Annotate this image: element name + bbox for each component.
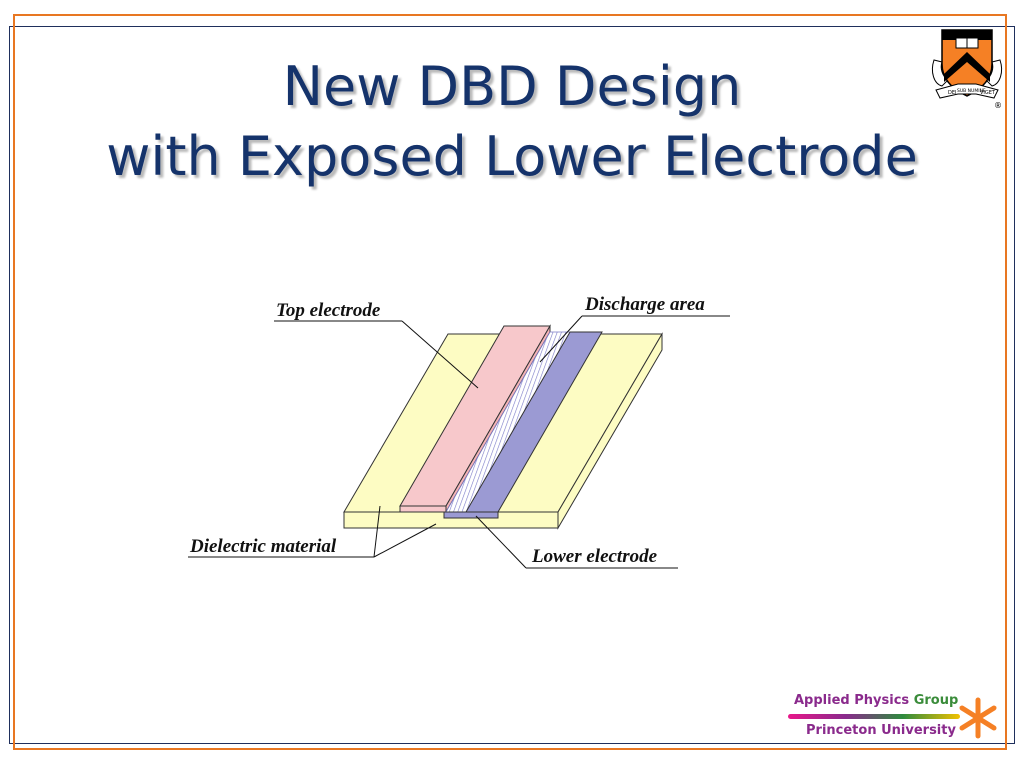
label-discharge-area: Discharge area — [584, 294, 705, 315]
asterisk-icon — [959, 697, 997, 739]
dielectric-side-face — [557, 332, 663, 530]
logo-registered-mark: ® — [994, 101, 1002, 110]
applied-physics-group-logo: Applied Physics Group Princeton Universi… — [780, 690, 1010, 746]
logo-motto-left: DEI — [948, 90, 956, 96]
footer-group-word-2: Physics — [854, 693, 910, 708]
label-dielectric-material: Dielectric material — [189, 536, 337, 557]
footer-group-name: Applied Physics Group — [794, 693, 958, 708]
footer-university: Princeton University — [806, 723, 956, 738]
logo-motto-center: SUB NUMINE — [957, 88, 986, 94]
label-lower-electrode: Lower electrode — [531, 546, 658, 567]
slide-title-line-1: New DBD Design — [282, 55, 742, 118]
slide-frame-inner — [9, 26, 1015, 744]
footer-gradient-bar — [788, 714, 960, 719]
logo-motto-right: VIGET — [980, 90, 996, 96]
top-electrode-edge — [399, 505, 447, 513]
slide-frame-outer — [13, 14, 1007, 750]
dbd-diagram: Top electrode Discharge area Dielectric … — [188, 294, 730, 569]
lower-electrode-edge — [443, 511, 499, 519]
footer-group-word-3: Group — [913, 693, 959, 708]
footer-group-word-1: Applied — [794, 693, 850, 708]
label-top-electrode: Top electrode — [276, 300, 381, 321]
princeton-shield-logo: DEI SUB NUMINE VIGET ® — [931, 29, 1003, 110]
slide-title-line-2: with Exposed Lower Electrode — [106, 125, 918, 188]
